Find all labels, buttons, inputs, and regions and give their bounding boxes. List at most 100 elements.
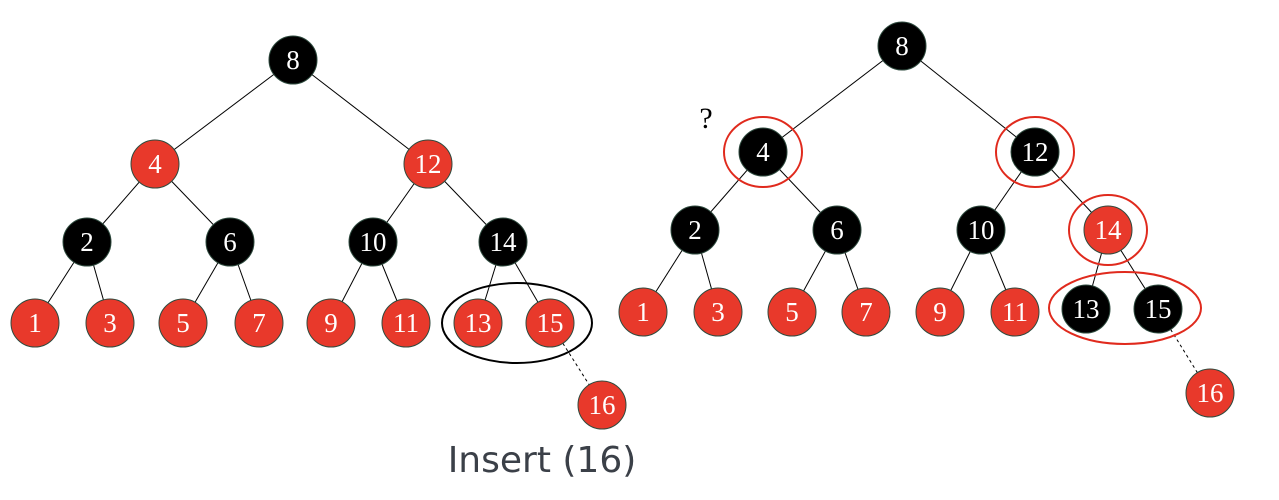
before-fix-node-12: 12 xyxy=(403,139,453,189)
before-fix-node-12-label: 12 xyxy=(415,149,442,179)
before-fix-node-2-circle xyxy=(62,217,112,267)
after-recolor-node-13-circle xyxy=(1061,284,1111,334)
after-recolor-node-3-label: 3 xyxy=(711,297,725,327)
before-fix-node-1: 1 xyxy=(10,298,60,348)
before-fix-node-11-label: 11 xyxy=(393,308,419,338)
before-fix-node-6-circle xyxy=(205,217,255,267)
before-fix-node-11: 11 xyxy=(381,298,431,348)
before-fix-node-4-circle xyxy=(130,139,180,189)
after-recolor-node-4-label: 4 xyxy=(756,137,770,167)
before-fix-node-8-label: 8 xyxy=(286,45,300,75)
after-recolor-node-13: 13 xyxy=(1061,284,1111,334)
after-recolor-node-5-circle xyxy=(767,287,817,337)
after-recolor-node-5: 5 xyxy=(767,287,817,337)
before-fix-node-1-label: 1 xyxy=(28,308,42,338)
after-recolor-node-11-circle xyxy=(990,287,1040,337)
before-fix-node-5-label: 5 xyxy=(176,308,190,338)
before-fix-node-14-label: 14 xyxy=(490,227,518,257)
after-recolor-node-13-label: 13 xyxy=(1073,294,1100,324)
before-fix-node-13-circle xyxy=(453,298,503,348)
before-fix-node-15: 15 xyxy=(525,298,575,348)
edges-layer xyxy=(34,45,1211,406)
after-recolor-node-16-circle xyxy=(1185,368,1235,418)
after-recolor-edge-15-16 xyxy=(1157,308,1211,394)
after-recolor-node-6-circle xyxy=(812,205,862,255)
before-fix-node-10-label: 10 xyxy=(360,227,387,257)
after-recolor-node-9: 9 xyxy=(915,287,965,337)
before-fix-node-7-label: 7 xyxy=(252,308,266,338)
before-fix-node-10-circle xyxy=(348,217,398,267)
after-recolor-node-8-circle xyxy=(877,21,927,71)
before-fix-node-6-label: 6 xyxy=(223,227,237,257)
after-recolor-node-2-label: 2 xyxy=(688,215,702,245)
after-recolor-node-11: 11 xyxy=(990,287,1040,337)
after-recolor-node-14-circle xyxy=(1083,205,1133,255)
after-recolor-node-16-label: 16 xyxy=(1197,378,1224,408)
after-recolor-highlight-circle-12 xyxy=(995,116,1075,188)
highlights-layer xyxy=(441,116,1202,364)
before-fix-node-11-circle xyxy=(381,298,431,348)
after-recolor-highlight-circle-14 xyxy=(1068,194,1148,266)
after-recolor-node-15: 15 xyxy=(1133,284,1183,334)
after-recolor-node-1-label: 1 xyxy=(636,297,650,327)
after-recolor-node-8: 8 xyxy=(877,21,927,71)
after-recolor-node-4-circle xyxy=(738,127,788,177)
before-fix-node-7-circle xyxy=(234,298,284,348)
after-recolor-highlight-circle-4 xyxy=(723,116,803,188)
before-fix-node-9: 9 xyxy=(306,298,356,348)
before-fix-node-14-circle xyxy=(478,217,528,267)
after-recolor-node-15-circle xyxy=(1133,284,1183,334)
after-recolor-highlight-ellipse-13-15 xyxy=(1048,271,1202,345)
after-recolor-node-9-circle xyxy=(915,287,965,337)
after-recolor-node-3-circle xyxy=(693,287,743,337)
after-recolor-node-16: 16 xyxy=(1185,368,1235,418)
after-recolor-node-10-circle xyxy=(956,205,1006,255)
before-fix-node-5-circle xyxy=(158,298,208,348)
after-recolor-node-14-label: 14 xyxy=(1095,215,1123,245)
before-fix-node-15-circle xyxy=(525,298,575,348)
caption: Insert (16) xyxy=(447,440,637,481)
after-recolor-node-2-circle xyxy=(670,205,720,255)
after-recolor-node-7-label: 7 xyxy=(859,297,873,327)
after-recolor-node-15-label: 15 xyxy=(1145,294,1172,324)
after-recolor-node-4: 4 xyxy=(738,127,788,177)
after-recolor-node-5-label: 5 xyxy=(785,297,799,327)
before-fix-highlight-ellipse-13-15 xyxy=(441,282,593,364)
before-fix-node-8-circle xyxy=(268,35,318,85)
before-fix-node-9-circle xyxy=(306,298,356,348)
before-fix-node-14: 14 xyxy=(478,217,528,267)
question-mark: ? xyxy=(699,102,712,135)
after-recolor-edge-8-12 xyxy=(901,45,1036,153)
before-fix-node-8: 8 xyxy=(268,35,318,85)
before-fix-node-6: 6 xyxy=(205,217,255,267)
before-fix-node-12-circle xyxy=(403,139,453,189)
before-fix-node-10: 10 xyxy=(348,217,398,267)
after-recolor-node-1-circle xyxy=(618,287,668,337)
after-recolor-node-10: 10 xyxy=(956,205,1006,255)
before-fix-node-2-label: 2 xyxy=(80,227,94,257)
after-recolor-node-11-label: 11 xyxy=(1002,297,1028,327)
before-fix-node-3: 3 xyxy=(85,298,135,348)
before-fix-node-9-label: 9 xyxy=(324,308,338,338)
before-fix-node-15-label: 15 xyxy=(537,308,564,338)
before-fix-node-1-circle xyxy=(10,298,60,348)
after-recolor-node-3: 3 xyxy=(693,287,743,337)
before-fix-node-3-circle xyxy=(85,298,135,348)
after-recolor-node-1: 1 xyxy=(618,287,668,337)
before-fix-node-16: 16 xyxy=(577,380,627,430)
after-recolor-node-12: 12 xyxy=(1010,127,1060,177)
after-recolor-node-7-circle xyxy=(841,287,891,337)
before-fix-node-16-circle xyxy=(577,380,627,430)
after-recolor-node-12-label: 12 xyxy=(1022,137,1049,167)
after-recolor-node-6: 6 xyxy=(812,205,862,255)
before-fix-node-3-label: 3 xyxy=(103,308,117,338)
before-fix-node-7: 7 xyxy=(234,298,284,348)
after-recolor-node-7: 7 xyxy=(841,287,891,337)
before-fix-node-5: 5 xyxy=(158,298,208,348)
after-recolor-node-10-label: 10 xyxy=(968,215,995,245)
after-recolor-edge-8-4 xyxy=(762,45,903,153)
before-fix-node-13-label: 13 xyxy=(465,308,492,338)
after-recolor-node-2: 2 xyxy=(670,205,720,255)
